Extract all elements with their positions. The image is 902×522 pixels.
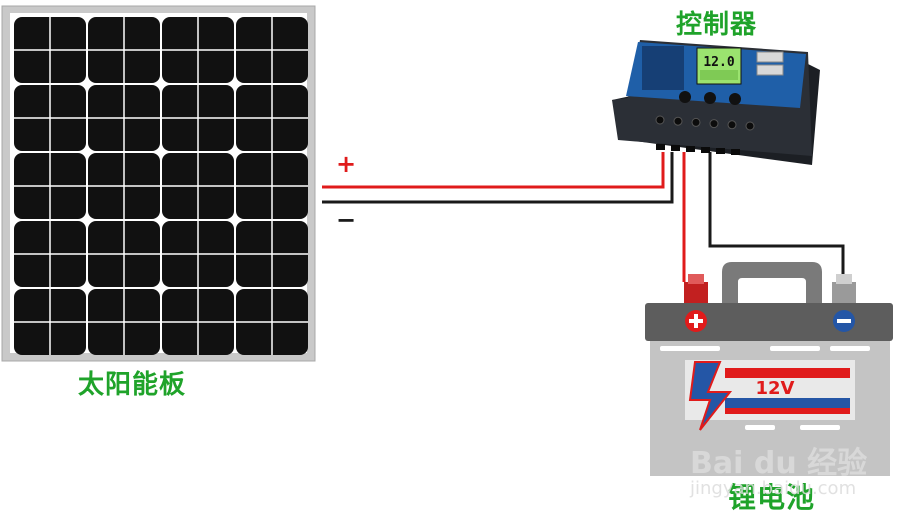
solar-panel-label: 太阳能板 — [78, 370, 187, 400]
battery-stripe-1 — [660, 346, 720, 351]
controller-led — [709, 119, 719, 129]
controller-terminal — [716, 148, 725, 154]
battery-label-red-band — [725, 368, 850, 378]
controller-led — [691, 117, 701, 127]
controller-leds — [655, 115, 755, 131]
battery-label-red-band-2 — [725, 408, 850, 414]
battery-negative-post — [832, 282, 856, 304]
battery-stripe-3 — [830, 346, 870, 351]
battery-stripe-4 — [745, 425, 775, 430]
controller-led — [745, 121, 755, 131]
battery-negative-icon-h — [837, 319, 851, 323]
controller-terminal — [656, 144, 665, 150]
battery-positive-post-cap — [688, 274, 704, 284]
charge-controller: 12.0 — [612, 40, 820, 165]
battery-handle — [722, 262, 822, 305]
controller-terminal — [701, 147, 710, 153]
wire-panel-positive — [322, 152, 665, 189]
wire-battery-negative — [708, 152, 845, 282]
controller-terminals — [656, 144, 740, 155]
controller-button-1 — [679, 91, 691, 103]
controller-button-3 — [729, 93, 741, 105]
controller-lcd-icons — [700, 70, 738, 80]
controller-led — [655, 115, 665, 125]
solar-cells — [14, 17, 308, 355]
watermark-baidu: Bai du 经验 — [690, 446, 868, 481]
lightning-bolt-icon — [688, 361, 733, 431]
controller-left-panel — [642, 46, 684, 90]
battery-voltage: 12V — [756, 378, 795, 399]
battery-positive-icon-v — [694, 314, 698, 328]
negative-wire-label: − — [336, 206, 357, 234]
usb-port-2 — [756, 64, 784, 76]
controller-led — [673, 116, 683, 126]
controller-terminal — [671, 145, 680, 151]
controller-label: 控制器 — [676, 10, 758, 40]
battery-label-blue-band — [725, 398, 850, 408]
battery-label: 锂电池 — [728, 481, 816, 514]
battery-stripe-2 — [770, 346, 820, 351]
battery-lid — [645, 303, 893, 341]
wire-panel-negative — [322, 152, 674, 204]
solar-panel — [1, 5, 316, 362]
battery-negative-post-cap — [836, 274, 852, 284]
battery: 12V — [645, 262, 893, 476]
wires — [322, 152, 845, 282]
usb-port-1 — [756, 51, 784, 63]
positive-wire-label: + — [336, 150, 357, 178]
controller-terminal — [686, 146, 695, 152]
controller-led — [727, 120, 737, 130]
battery-stripe-5 — [800, 425, 840, 430]
controller-lcd-reading: 12.0 — [703, 55, 734, 70]
watermark-url: jingyan.baidu.com — [690, 478, 857, 499]
controller-button-2 — [704, 92, 716, 104]
battery-positive-post — [684, 282, 708, 304]
controller-terminal — [731, 149, 740, 155]
